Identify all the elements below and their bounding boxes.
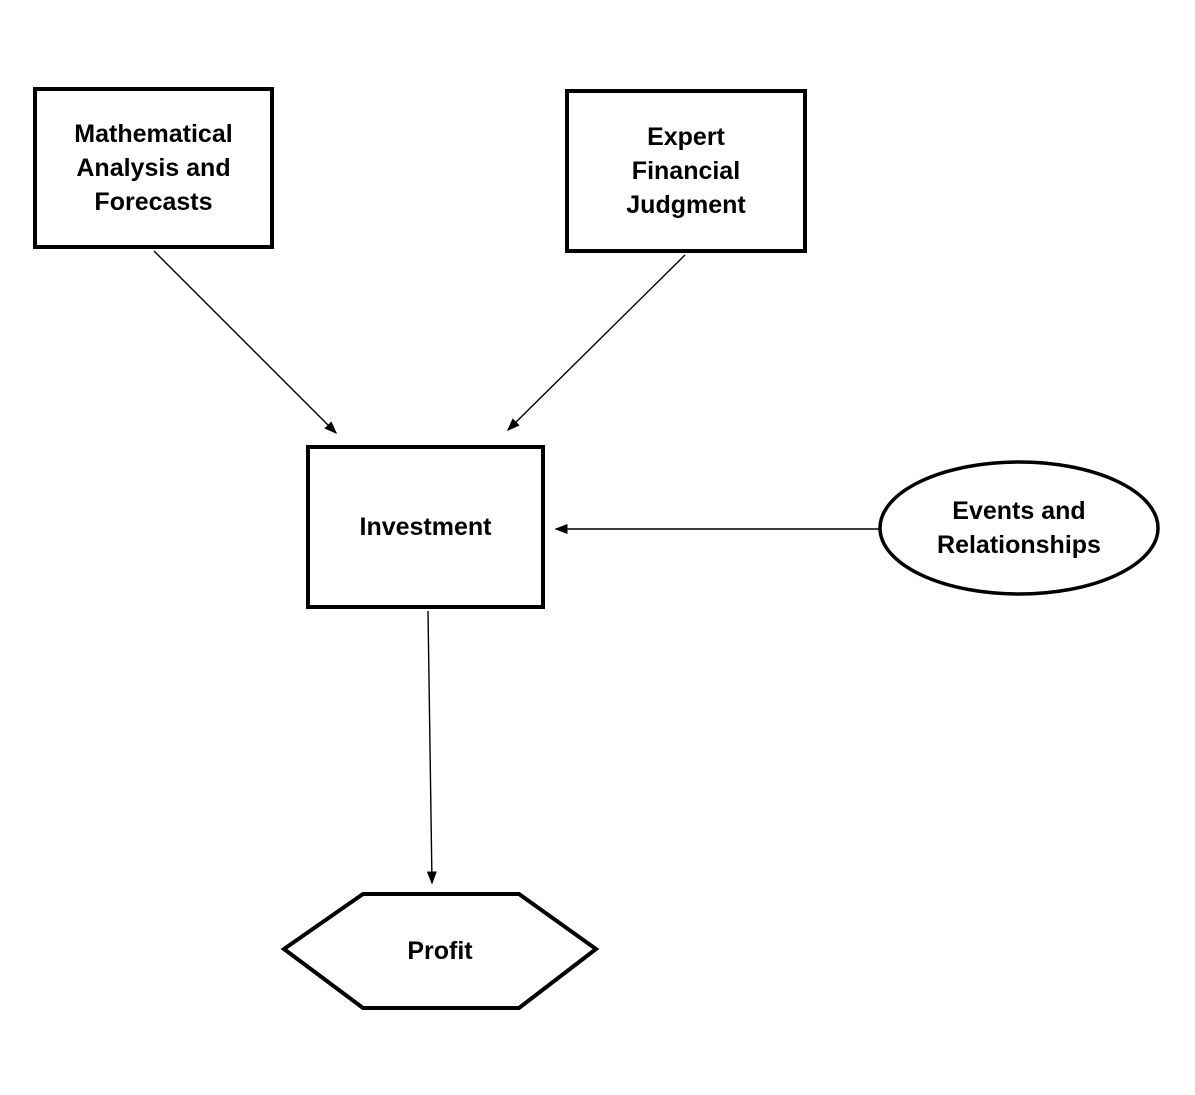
node-events-relationships-ellipse — [878, 460, 1160, 596]
edge-investment-to-profit — [426, 610, 437, 885]
edge-mathematical-analysis-to-investment — [153, 250, 338, 435]
node-mathematical-analysis-box — [33, 87, 274, 249]
node-expert-judgment-box — [565, 89, 807, 253]
node-investment-box — [306, 445, 545, 609]
edge-expert-judgment-to-investment — [506, 254, 686, 432]
node-profit-hexagon — [280, 892, 600, 1010]
